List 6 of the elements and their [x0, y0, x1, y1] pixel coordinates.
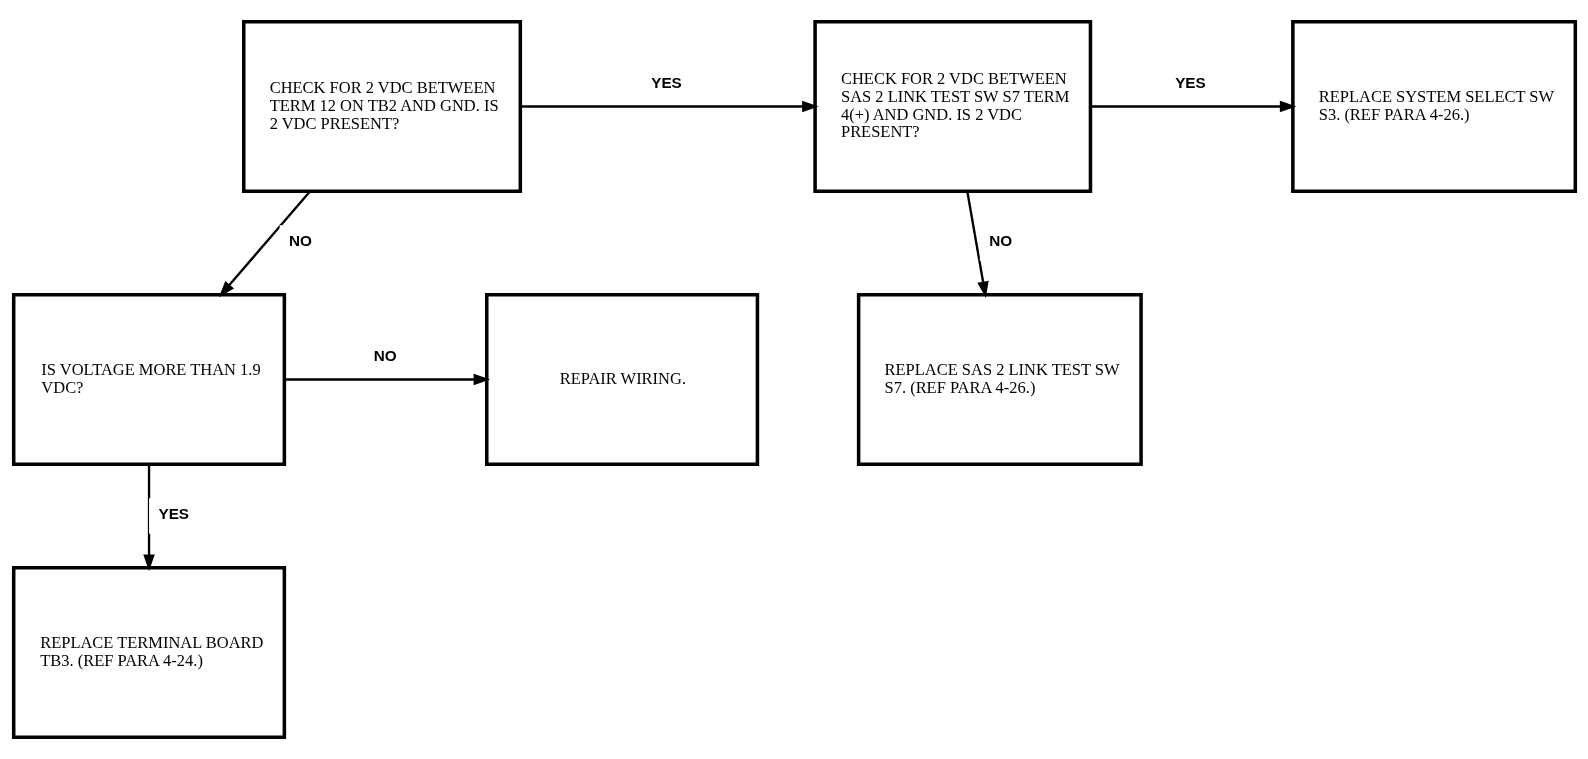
edge-label: NO: [288, 231, 312, 249]
edge-label: YES: [1174, 74, 1206, 92]
edge-label: NO: [373, 347, 397, 365]
edge-label: YES: [650, 74, 682, 92]
edge-label: NO: [988, 231, 1012, 249]
edge-label: YES: [157, 504, 189, 522]
